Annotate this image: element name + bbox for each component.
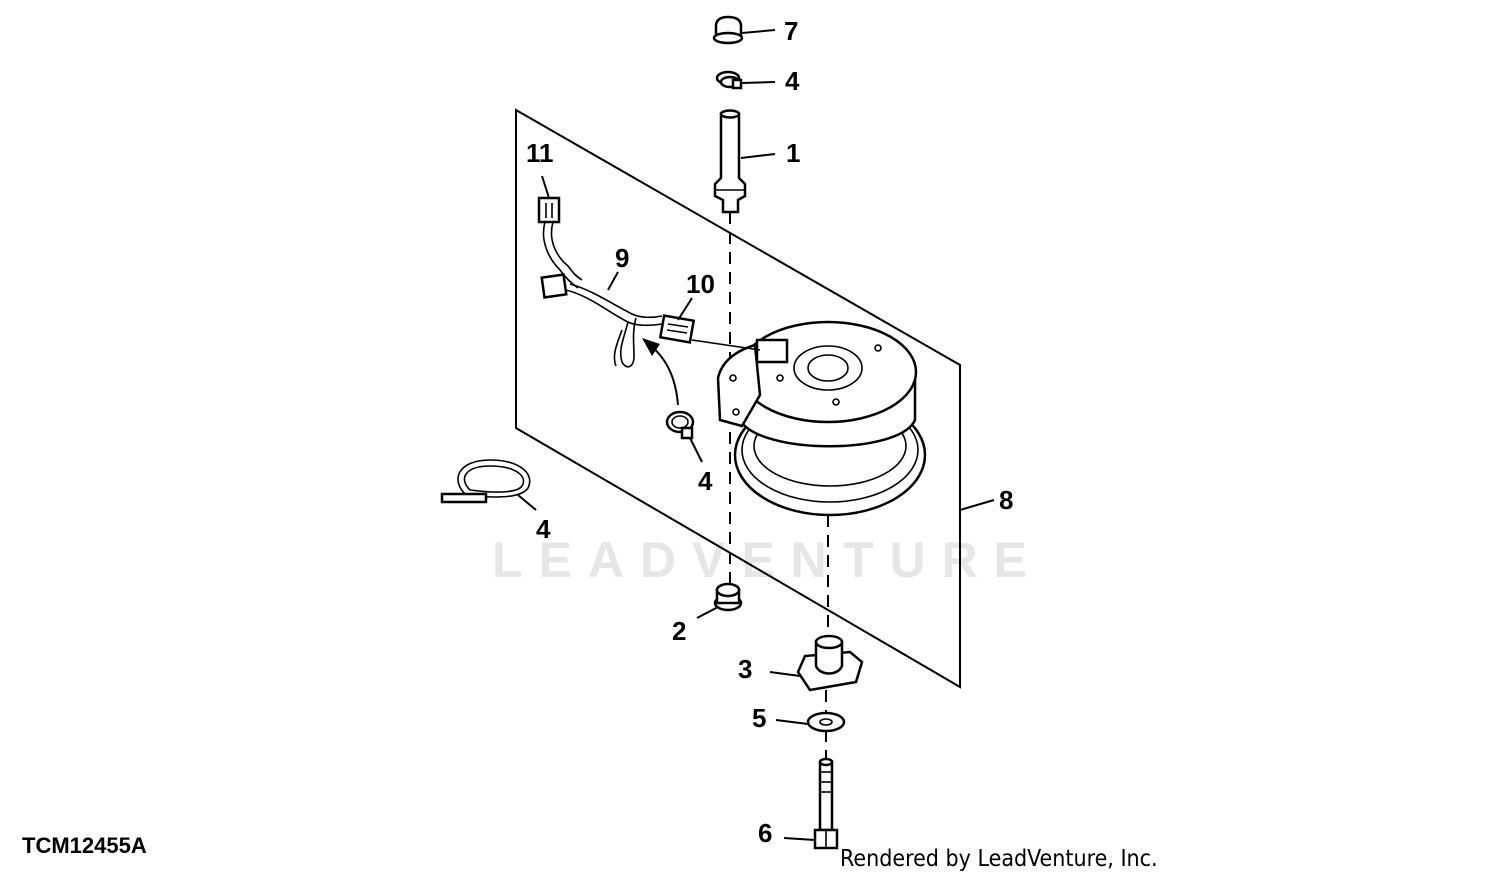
leader-7 <box>741 29 776 34</box>
callout-1: 1 <box>786 138 800 168</box>
leader-11 <box>541 175 550 199</box>
cable-tie-part[interactable] <box>440 459 531 504</box>
flat-washer-part[interactable] <box>806 711 846 733</box>
leader-3 <box>769 671 801 677</box>
leader-9 <box>607 271 619 291</box>
callout-5: 5 <box>752 703 766 733</box>
leader-8 <box>959 499 995 511</box>
render-credit: Rendered by LeadVenture, Inc. <box>840 846 1158 872</box>
watermark-text: LEADVENTURE <box>492 532 1043 588</box>
figure-id: TCM12455A <box>22 833 147 858</box>
kit-panel-outline <box>515 108 961 689</box>
cap-nut-part[interactable] <box>712 15 744 45</box>
callout-9: 9 <box>615 243 629 273</box>
callout-11: 11 <box>526 138 554 168</box>
lock-washer-part-top[interactable] <box>715 70 743 90</box>
callout-2: 2 <box>672 616 686 646</box>
leader-4-mid <box>689 437 703 463</box>
routing-arrow <box>649 344 679 406</box>
leader-2 <box>696 606 719 619</box>
connector-11-part[interactable] <box>537 196 561 224</box>
leader-4-left <box>517 494 537 511</box>
connector-10-part[interactable] <box>658 314 696 344</box>
routing-arrowhead <box>642 338 660 356</box>
callout-8: 8 <box>999 485 1013 515</box>
spacer-part[interactable] <box>796 634 864 692</box>
leader-4-top <box>741 81 776 84</box>
callout-4-top: 4 <box>785 66 800 96</box>
wire-harness-part[interactable] <box>540 221 663 368</box>
callout-10: 10 <box>686 269 715 299</box>
connector-lead-line <box>691 339 761 351</box>
callout-4-left: 4 <box>536 514 551 544</box>
leader-10 <box>677 297 693 321</box>
shoulder-bolt-part[interactable] <box>713 109 747 214</box>
leader-1 <box>740 153 776 159</box>
cap-screw-part[interactable] <box>813 757 839 850</box>
callout-6: 6 <box>758 818 772 848</box>
callout-3: 3 <box>738 654 752 684</box>
flange-nut-part[interactable] <box>713 582 743 612</box>
callout-7: 7 <box>784 16 798 46</box>
callout-4-mid: 4 <box>698 466 713 496</box>
leader-6 <box>783 837 816 841</box>
electric-clutch-part[interactable] <box>716 320 927 517</box>
leader-5 <box>775 719 809 725</box>
wire-clip-part-mid[interactable] <box>665 410 695 440</box>
